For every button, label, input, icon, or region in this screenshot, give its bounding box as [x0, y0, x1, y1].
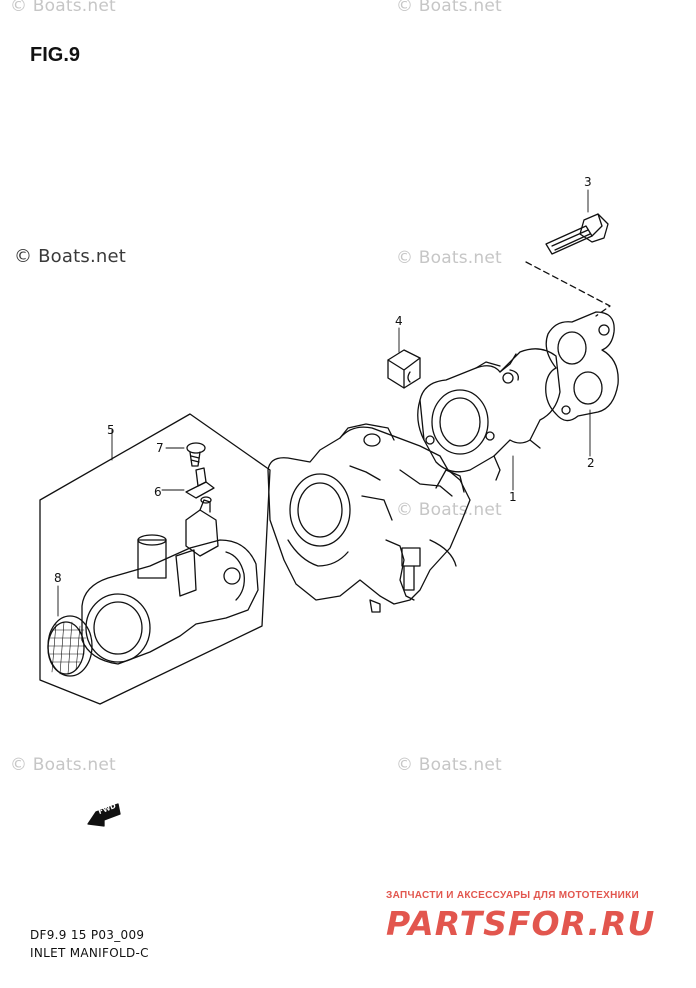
throttle-body-part-5: [81, 496, 259, 665]
carburetor-body: [267, 423, 471, 613]
watermark: © Boats.net: [396, 248, 502, 268]
watermark: © Boats.net: [396, 500, 502, 520]
promo-site-logo: PARTSFOR.RU: [386, 904, 656, 943]
cap-part-4: [387, 349, 421, 389]
bolt-part-3: [545, 213, 609, 255]
mesh-grid: [47, 621, 87, 675]
manifold-part-1: [417, 348, 561, 481]
figure-title: FIG.9: [30, 44, 81, 66]
diagram-code: DF9.9 15 P03_009: [30, 928, 145, 942]
watermark: © Boats.net: [10, 0, 116, 16]
gasket-part-2: [545, 311, 619, 422]
promo-tagline: ЗАПЧАСТИ И АКСЕССУАРЫ ДЛЯ МОТОТЕХНИКИ: [386, 890, 639, 901]
bracket-part-6: [185, 467, 215, 499]
forward-arrow-icon: [87, 803, 121, 827]
leader-dashed: [525, 261, 611, 317]
callout-5: 5: [107, 423, 115, 437]
diagram-title: INLET MANIFOLD-C: [30, 946, 149, 960]
callout-8: 8: [54, 571, 62, 585]
callout-2: 2: [587, 456, 595, 470]
callout-1: 1: [509, 490, 517, 504]
callout-7: 7: [156, 441, 164, 455]
watermark: © Boats.net: [10, 755, 116, 775]
watermark: © Boats.net: [14, 246, 127, 267]
watermark: © Boats.net: [396, 0, 502, 16]
callout-4: 4: [395, 314, 403, 328]
screw-part-7: [186, 442, 206, 467]
callout-6: 6: [154, 485, 162, 499]
watermark: © Boats.net: [396, 755, 502, 775]
leader-lines: [57, 189, 591, 617]
kit-box: [39, 413, 271, 705]
callout-3: 3: [584, 175, 592, 189]
